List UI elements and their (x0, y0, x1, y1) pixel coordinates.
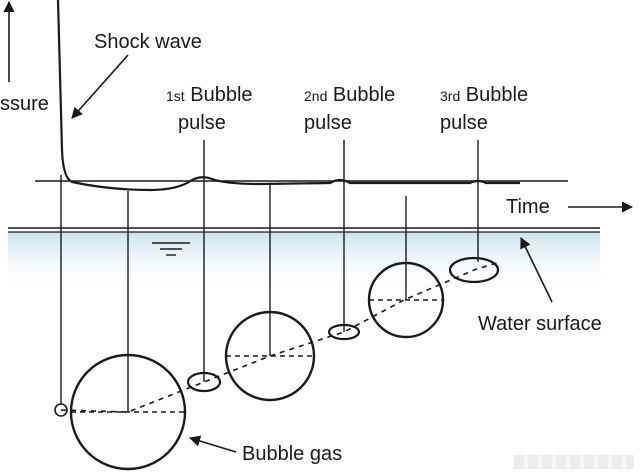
watermark (514, 455, 634, 469)
pressure-signal-trace (56, 0, 520, 192)
bubble-pulse-2-small (327, 140, 361, 341)
bubble-pulse-2-label: 2nd Bubble pulse (304, 82, 395, 137)
water-surface-pointer (520, 236, 553, 303)
bubble-1-large (69, 191, 187, 471)
bubble-pulse-1-label: 1st Bubble pulse (166, 82, 253, 137)
bubble-pulse-1-ordinal: 1st (166, 88, 185, 104)
time-axis-label: Time (506, 196, 550, 218)
shock-wave-label: Shock wave (94, 31, 202, 53)
water-surface-label: Water surface (478, 313, 602, 335)
bubble-pulse-3-word: Bubble (465, 84, 529, 106)
bubble-pulse-3-label: 3rd Bubble pulse (440, 82, 528, 137)
bubble-pulse-2-ordinal: 2nd (304, 88, 328, 104)
bubble-pulse-1-line2: pulse (178, 112, 226, 134)
bubble-migration-path (60, 261, 501, 413)
bubble-pulse-1-word: Bubble (190, 84, 253, 106)
shock-wave-pointer (71, 54, 129, 119)
pressure-axis-label: ssure (0, 93, 49, 115)
bubble-3-large (367, 196, 445, 339)
water-body (8, 232, 600, 292)
bubble-pulse-2-line2: pulse (304, 112, 352, 134)
water-level-icon (152, 242, 190, 256)
bubble-pulse-3-ordinal: 3rd (440, 88, 461, 104)
bubble-gas-label: Bubble gas (242, 443, 343, 465)
bubble-pulse-1-small (186, 140, 222, 393)
bubble-pulse-3-small (448, 140, 500, 284)
bubble-pulse-3-line2: pulse (440, 112, 488, 134)
bubble-pulse-2-word: Bubble (332, 84, 396, 106)
bubble-2-large (224, 185, 316, 402)
bubble-gas-pointer (188, 435, 237, 453)
